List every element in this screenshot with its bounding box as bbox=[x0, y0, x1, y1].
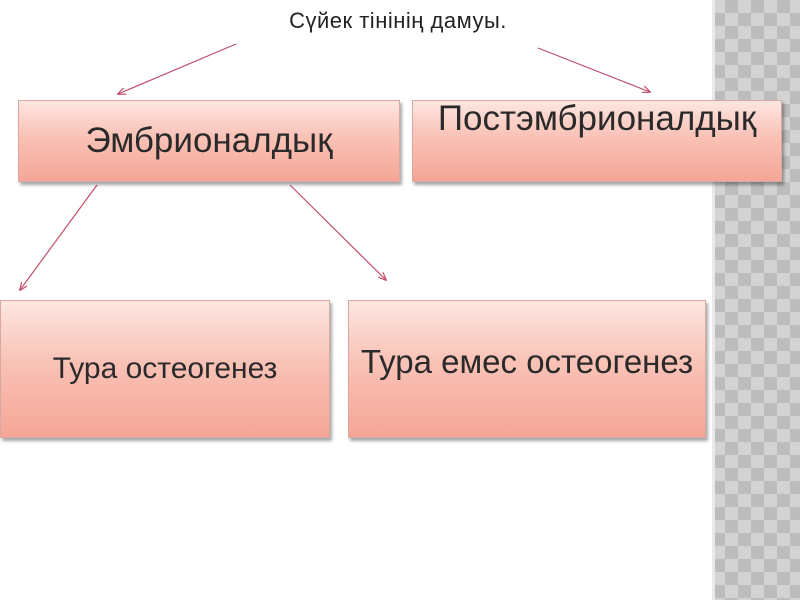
title-text: Сүйек тінінің дамуы. bbox=[289, 8, 507, 33]
indirect-osteogenesis-label: Тура емес остеогенез bbox=[360, 343, 694, 380]
direct-osteogenesis-label: Тура остеогенез bbox=[52, 352, 278, 385]
embryonic-box: Эмбрионалдық bbox=[18, 100, 400, 182]
embryonic-label: Эмбрионалдық bbox=[85, 121, 333, 160]
arrow-title-to-postembryonic bbox=[537, 47, 650, 92]
arrow-title-to-embryonic bbox=[118, 43, 237, 94]
arrow-embryonic-to-indirect bbox=[289, 184, 386, 280]
direct-osteogenesis-box: Тура остеогенез bbox=[0, 300, 330, 438]
postembryonic-box: Постэмбрионалдық bbox=[412, 99, 782, 182]
postembryonic-label: Постэмбрионалдық bbox=[437, 99, 757, 138]
indirect-osteogenesis-box: Тура емес остеогенез bbox=[348, 300, 706, 438]
slide-title: Сүйек тінінің дамуы. bbox=[0, 8, 800, 34]
arrow-embryonic-to-direct bbox=[20, 184, 98, 290]
